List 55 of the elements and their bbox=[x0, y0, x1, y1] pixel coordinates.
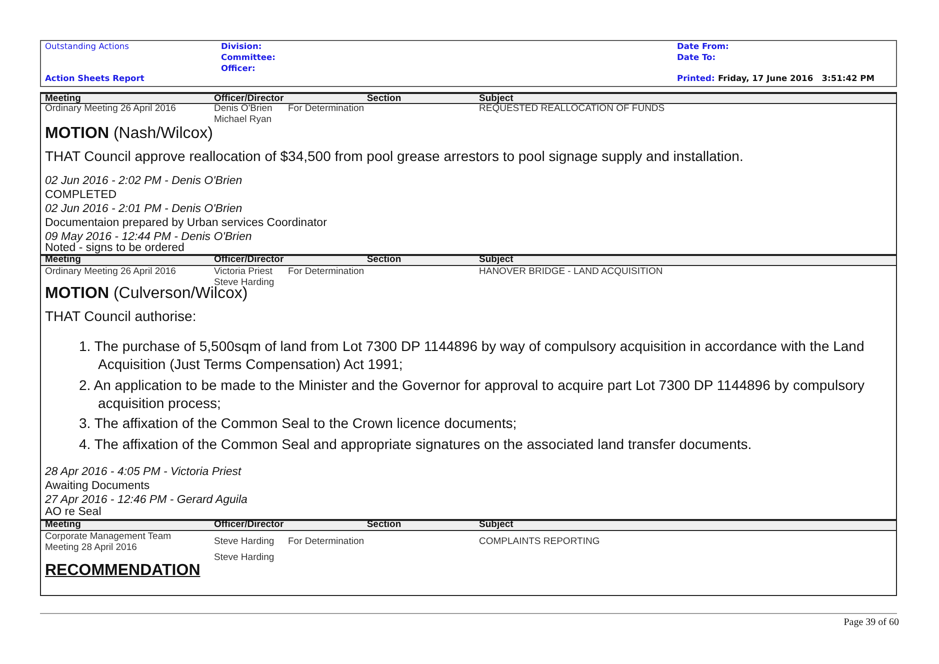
note-entry: 09 May 2016 - 12:44 PM - Denis O'Brien bbox=[45, 231, 253, 243]
column-header: Section bbox=[366, 94, 402, 105]
column-header: Subject bbox=[479, 255, 514, 266]
table-cell-text: COMPLAINTS REPORTING bbox=[479, 537, 601, 548]
table-cell-text: For Determination bbox=[288, 104, 366, 115]
column-header: Officer/Director bbox=[214, 255, 285, 266]
field-label: Date To: bbox=[677, 53, 717, 63]
column-header: Subject bbox=[479, 94, 514, 104]
field-label: Printed: bbox=[677, 74, 716, 84]
field-label: Officer: bbox=[221, 64, 256, 74]
column-header: Subject bbox=[479, 520, 514, 531]
note-entry: 28 Apr 2016 - 4:05 PM - Victoria Priest bbox=[45, 466, 242, 478]
note-entry: Noted - signs to be ordered bbox=[45, 242, 186, 254]
note-entry: Documentaion prepared by Urban services Coordinator bbox=[45, 217, 328, 230]
note-entry: 02 Jun 2016 - 2:01 PM - Denis O'Brien bbox=[45, 203, 244, 216]
note-entry: 27 Apr 2016 - 12:46 PM - Gerard Aguila bbox=[45, 494, 248, 506]
report-heading: Outstanding Actions bbox=[45, 42, 130, 52]
table-cell-text: Steve Harding bbox=[214, 553, 276, 564]
table-cell-text: For Determination bbox=[288, 267, 366, 278]
report-header-panel bbox=[40, 40, 897, 87]
list-item: 4. The affixation of the Common Seal and appropriate signatures on the associated land transfer documents. bbox=[79, 435, 753, 454]
column-header: Meeting bbox=[45, 255, 82, 266]
column-header: Section bbox=[366, 520, 402, 531]
note-entry: AO re Seal bbox=[45, 506, 102, 518]
table-cell-text: Ordinary Meeting 26 April 2016 bbox=[45, 267, 177, 278]
table-cell-text: REQUESTED REALLOCATION OF FUNDS bbox=[479, 104, 666, 115]
print-date: Friday, 17 June 2016 3:51:42 PM bbox=[718, 74, 876, 84]
page-number: Page 39 of 60 bbox=[844, 617, 899, 628]
column-header: Section bbox=[366, 255, 402, 266]
note-entry: Awaiting Documents bbox=[45, 480, 151, 492]
recommendation-heading: RECOMMENDATION bbox=[45, 562, 202, 580]
note-entry: 02 Jun 2016 - 2:02 PM - Denis O'Brien bbox=[45, 175, 244, 188]
column-header: Meeting bbox=[45, 520, 82, 531]
motion-heading: MOTION (Culverson/Wilcox) bbox=[45, 285, 248, 304]
motion-heading: MOTION (Nash/Wilcox) bbox=[45, 125, 214, 144]
field-label: Committee: bbox=[221, 53, 276, 63]
field-label: Division: bbox=[221, 42, 263, 52]
list-item: 1. The purchase of 5,500sqm of land from Lot 7300 DP 1144896 by way of compulsory acquisition in accordance with the Land Acquisition (Just Terms Compensation) Act 1991; bbox=[79, 337, 866, 374]
resolution-text: THAT Council approve reallocation of $34,500 from pool grease arrestors to pool signage supply and installation. bbox=[45, 148, 744, 164]
table-cell-text: Denis O'Brien Michael Ryan bbox=[214, 104, 274, 126]
table-cell-text: Victoria Priest Steve Harding bbox=[214, 267, 276, 288]
column-header: Meeting bbox=[45, 94, 82, 104]
table-cell-text: Corporate Management Team Meeting 28 April 2016 bbox=[45, 532, 172, 554]
list-item: 2. An application to be made to the Minister and the Governor for approval to acquire part Lot 7300 DP 1144896 by compulsory acquisition process; bbox=[79, 376, 866, 412]
field-label: Date From: bbox=[677, 42, 730, 52]
table-cell-text: HANOVER BRIDGE - LAND ACQUISITION bbox=[479, 267, 664, 278]
action-sheet-panel bbox=[40, 92, 897, 596]
note-entry: COMPLETED bbox=[45, 189, 118, 202]
column-header: Officer/Director bbox=[214, 520, 285, 531]
list-item: 3. The affixation of the Common Seal to the Crown licence documents; bbox=[79, 414, 518, 432]
table-cell-text: For Determination bbox=[288, 537, 366, 548]
resolution-text: THAT Council authorise: bbox=[45, 308, 198, 324]
table-cell-text: Ordinary Meeting 26 April 2016 bbox=[45, 104, 177, 115]
report-title: Action Sheets Report bbox=[45, 74, 146, 84]
column-header: Officer/Director bbox=[214, 94, 285, 104]
